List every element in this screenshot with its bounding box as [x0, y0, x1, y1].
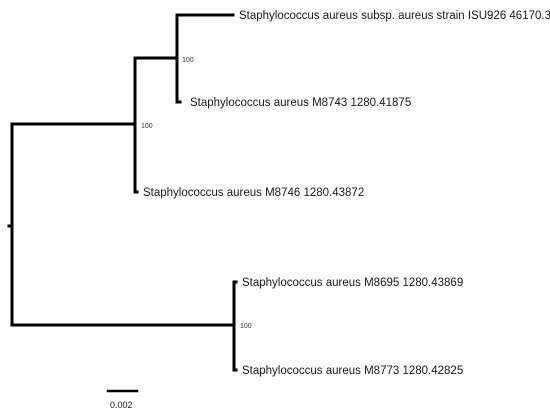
support-label-lower-clade: 100 — [240, 323, 252, 330]
taxon-label-m8773: Staphylococcus aureus M8773 1280.42825 — [242, 365, 463, 377]
support-label-inner-clade: 100 — [182, 57, 194, 64]
taxon-label-m8695: Staphylococcus aureus M8695 1280.43869 — [242, 277, 463, 289]
taxon-label-m8746: Staphylococcus aureus M8746 1280.43872 — [143, 187, 364, 199]
support-label-upper-clade: 100 — [141, 123, 153, 130]
taxon-label-m8743: Staphylococcus aureus M8743 1280.41875 — [190, 97, 411, 109]
taxon-label-isu926: Staphylococcus aureus subsp. aureus stra… — [239, 10, 550, 22]
scale-bar-label: 0.002 — [110, 400, 133, 410]
